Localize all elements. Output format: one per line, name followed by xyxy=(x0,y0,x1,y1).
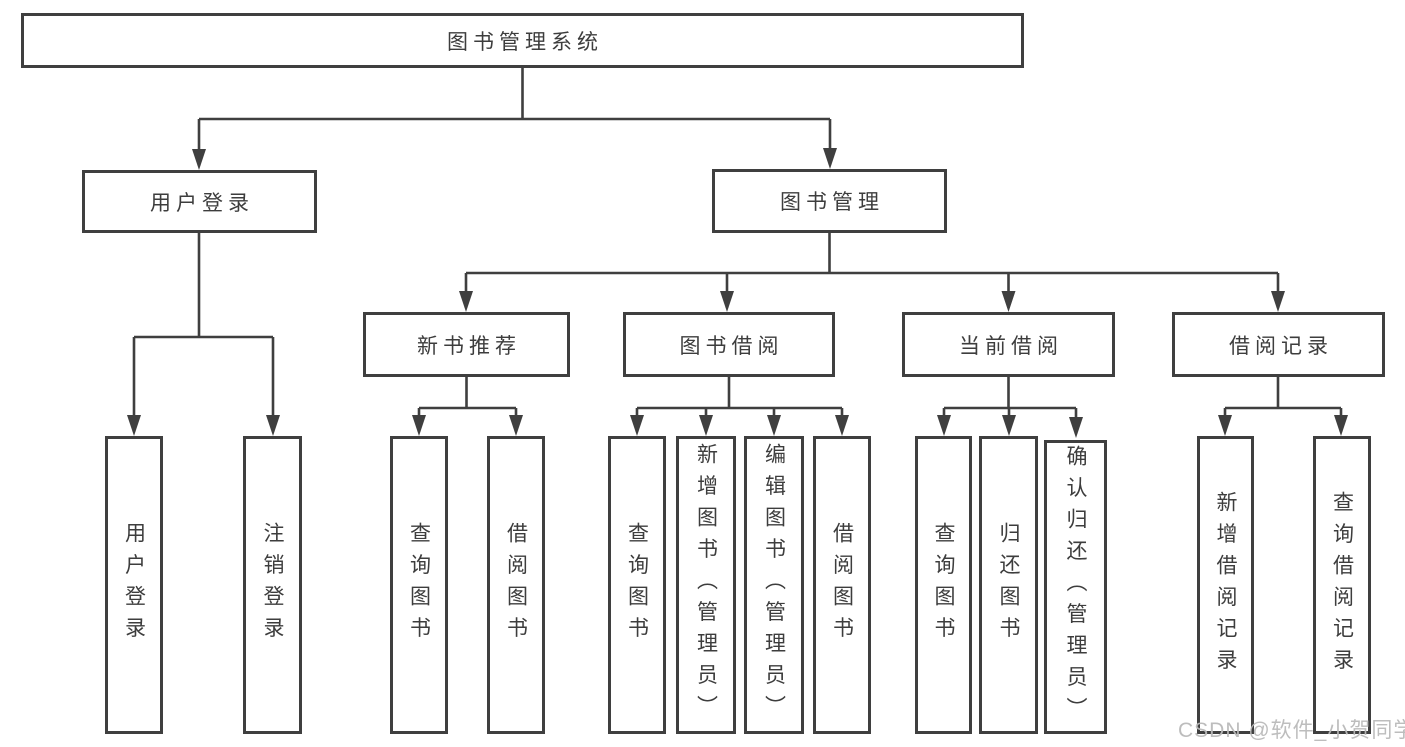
leaf-current-return-books: 归还图书 xyxy=(979,436,1038,734)
leaf-user-login: 用户登录 xyxy=(105,436,163,734)
connector-book-borrow-to-leaves xyxy=(635,377,844,432)
connector-new-book-to-leaves xyxy=(417,377,518,432)
connector-root-to-level2 xyxy=(197,68,832,166)
arrow-icon xyxy=(1002,415,1016,436)
leaf-newbook-query-books: 查询图书 xyxy=(390,436,448,734)
connector-user-login-to-leaves xyxy=(132,233,275,432)
node-new-book-recommend: 新书推荐 xyxy=(363,312,570,377)
arrow-icon xyxy=(1271,291,1285,312)
node-user-login: 用户登录 xyxy=(82,170,317,233)
csdn-watermark: CSDN @软件_小贺同学 xyxy=(1178,719,1405,742)
arrow-icon xyxy=(1069,417,1083,438)
connector-borrow-record-to-leaves xyxy=(1223,377,1343,432)
leaf-logout: 注销登录 xyxy=(243,436,302,734)
arrow-icon xyxy=(509,415,523,436)
arrow-icon xyxy=(266,415,280,436)
arrow-icon xyxy=(127,415,141,436)
arrow-icon xyxy=(459,291,473,312)
arrow-icon xyxy=(720,291,734,312)
arrow-icon xyxy=(1001,291,1016,312)
connector-book-mgmt-to-level3 xyxy=(464,233,1280,308)
arrow-icon xyxy=(937,415,951,436)
arrow-icon xyxy=(823,148,837,169)
leaf-borrow-add-books-admin: 新增图书（管理员） xyxy=(676,436,736,734)
arrow-icon xyxy=(767,415,781,436)
arrow-icon xyxy=(1218,415,1232,436)
arrow-icon xyxy=(1334,415,1348,436)
arrow-icon xyxy=(835,415,849,436)
leaf-current-confirm-return-admin: 确认归还（管理员） xyxy=(1044,440,1107,734)
arrow-icon xyxy=(192,149,206,170)
node-root-system: 图书管理系统 xyxy=(21,13,1024,68)
leaf-borrow-borrow-books: 借阅图书 xyxy=(813,436,871,734)
arrow-icon xyxy=(412,415,426,436)
arrowheads xyxy=(127,148,1348,438)
leaf-borrow-query-books: 查询图书 xyxy=(608,436,666,734)
node-book-management: 图书管理 xyxy=(712,169,947,233)
arrow-icon xyxy=(630,415,644,436)
node-book-borrow: 图书借阅 xyxy=(623,312,835,377)
leaf-record-query-borrow-record: 查询借阅记录 xyxy=(1313,436,1371,734)
leaf-record-add-borrow-record: 新增借阅记录 xyxy=(1197,436,1254,734)
leaf-current-query-books: 查询图书 xyxy=(915,436,972,734)
leaf-newbook-borrow-books: 借阅图书 xyxy=(487,436,545,734)
node-current-borrow: 当前借阅 xyxy=(902,312,1115,377)
node-borrow-record: 借阅记录 xyxy=(1172,312,1385,377)
arrow-icon xyxy=(699,415,713,436)
leaf-borrow-edit-books-admin: 编辑图书（管理员） xyxy=(744,436,804,734)
